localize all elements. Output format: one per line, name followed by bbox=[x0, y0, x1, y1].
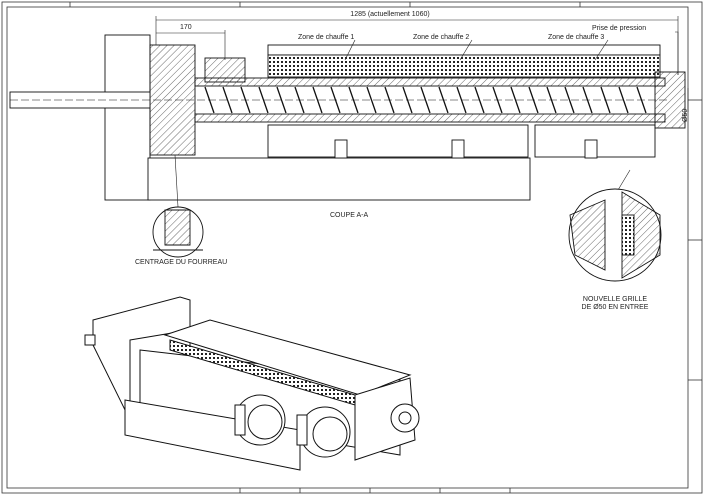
screw-flight bbox=[618, 86, 629, 114]
screw-flights bbox=[204, 86, 647, 114]
detail-grille bbox=[568, 188, 662, 282]
screw-flight bbox=[600, 86, 611, 114]
screw-flight bbox=[276, 86, 287, 114]
detail-centrage bbox=[152, 206, 204, 258]
screw-flight bbox=[564, 86, 575, 114]
overall-length-dimension: 1285 (actuellement 1060) bbox=[350, 11, 430, 18]
dimension-lines bbox=[155, 16, 689, 208]
section-view bbox=[9, 34, 686, 201]
detail-right-label-1: NOUVELLE GRILLE bbox=[582, 296, 648, 303]
isometric-view bbox=[84, 296, 420, 471]
offset-dimension: 170 bbox=[180, 24, 192, 31]
screw-flight bbox=[420, 86, 431, 114]
diameter-dimension: Ø50 bbox=[682, 108, 689, 122]
callout-pressure-tap: Prise de pression bbox=[592, 25, 647, 32]
detail-left-label: CENTRAGE DU FOURREAU bbox=[135, 259, 228, 266]
screw-flight bbox=[528, 86, 539, 114]
screw-flight bbox=[636, 86, 647, 114]
screw-flight bbox=[492, 86, 503, 114]
detail-right-label-2: DE Ø50 EN ENTREE bbox=[581, 304, 649, 311]
callout-zone-2: Zone de chauffe 2 bbox=[413, 34, 470, 41]
section-title: COUPE A-A bbox=[330, 212, 369, 219]
screw-flight bbox=[348, 86, 359, 114]
callout-zone-1: Zone de chauffe 1 bbox=[298, 34, 355, 41]
screw-flight bbox=[366, 86, 377, 114]
screw-flight bbox=[240, 86, 251, 114]
screw-flight bbox=[546, 86, 557, 114]
screw-flight bbox=[582, 86, 593, 114]
screw-flight bbox=[294, 86, 305, 114]
screw-flight bbox=[384, 86, 395, 114]
screw-flight bbox=[510, 86, 521, 114]
screw-flight bbox=[258, 86, 269, 114]
screw-flight bbox=[438, 86, 449, 114]
screw-flight bbox=[330, 86, 341, 114]
screw-flight bbox=[474, 86, 485, 114]
screw-flight bbox=[222, 86, 233, 114]
screw-flight bbox=[204, 86, 215, 114]
screw-flight bbox=[456, 86, 467, 114]
screw-flight bbox=[312, 86, 323, 114]
screw-flight bbox=[402, 86, 413, 114]
callout-zone-3: Zone de chauffe 3 bbox=[548, 34, 605, 41]
